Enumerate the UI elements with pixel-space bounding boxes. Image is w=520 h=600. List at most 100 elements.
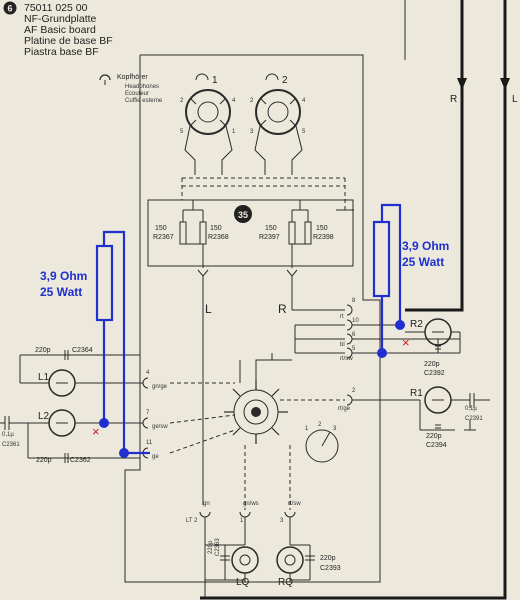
wire-color: rt [340, 314, 344, 320]
cut-mark-right: × [402, 335, 410, 350]
c2361-ref: C2361 [2, 442, 20, 448]
jack-2-label: 2 [282, 75, 288, 86]
header-line-2: AF Basic board [24, 24, 96, 36]
headphone-sub-1: Headphones [125, 84, 159, 90]
resistor-body [304, 221, 312, 245]
lamp-rq-group: RQ 220p C2393 [276, 544, 341, 588]
headphone-sub-2: Ecouteur [125, 91, 149, 97]
wire-color: gn/ge [152, 384, 168, 390]
c2364-ref: C2364 [72, 347, 93, 354]
module-number: 35 [238, 210, 248, 220]
right-connector: 8 rt 10 6 bl 5 rt/sw 2 rt/ge [280, 298, 460, 412]
wire-color: gn [203, 501, 210, 507]
c2394-value: 220p [426, 433, 442, 440]
c2394-ref: C2394 [426, 442, 447, 449]
c2391-ref: C2391 [465, 416, 483, 422]
lamp-l2-label: L2 [38, 411, 50, 422]
pin-number: 6 [352, 332, 356, 338]
c2362-value: 220p [36, 457, 52, 464]
channel-label-r: R [278, 302, 287, 316]
bus-label-r: R [450, 94, 457, 105]
pin-number: 2 [352, 388, 356, 394]
pin-number: 1 [240, 518, 244, 524]
board-outline [124, 0, 406, 583]
annotation-left-line2: 25 Watt [40, 285, 82, 299]
c2392-ref: C2392 [424, 370, 445, 377]
jack-1-pin: 1 [232, 129, 236, 135]
lamp-l2-group: L2 220p C2362 0,1µ C2361 [0, 409, 143, 464]
lamp-l1-label: L1 [38, 372, 50, 383]
header-block: 6 75011 025 00 NF-Grundplatte AF Basic b… [3, 1, 113, 58]
resistor-body [179, 221, 187, 245]
wire-color: bl [340, 342, 345, 348]
selector-knob: 1 2 3 [305, 422, 339, 463]
r2367-ref: R2367 [153, 234, 174, 241]
bus-lines: R L [200, 0, 518, 600]
part-number: 75011 025 00 [24, 2, 88, 14]
selector-position: 3 [333, 426, 337, 432]
pin-number: 10 [352, 318, 359, 324]
resistor-body [288, 221, 296, 245]
selector-position: 2 [318, 422, 322, 428]
c2364-value: 220p [35, 347, 51, 354]
r2368-ref: R2368 [208, 234, 229, 241]
annotation-right-resistor: × 3,9 Ohm 25 Watt [372, 203, 449, 358]
annotation-right-line2: 25 Watt [402, 255, 444, 269]
bus-label-l: L [512, 94, 518, 105]
headphone-icon [99, 74, 111, 85]
wire-color: ge/sw [152, 424, 168, 430]
annotation-right-line1: 3,9 Ohm [402, 239, 449, 253]
c2393-value: 220p [320, 555, 336, 562]
annotation-left-line1: 3,9 Ohm [40, 269, 87, 283]
headphone-jack-1: 1 2 4 5 1 [180, 73, 236, 175]
jack-1-pin: 5 [180, 129, 184, 135]
wire-color: rt/ge [338, 406, 351, 412]
r2398-value: 150 [316, 225, 328, 232]
pin-number: 8 [352, 298, 356, 304]
lamp-l1-group: L1 220p C2364 [19, 347, 143, 397]
resistor-body [199, 221, 207, 245]
headphone-jack-2: 2 2 4 3 5 [250, 73, 306, 175]
wire-color: rt/sw [288, 501, 301, 507]
resistor-block: 35 150 R2367 150 R2368 150 R2397 150 R23… [147, 199, 354, 505]
board-number: 6 [7, 4, 12, 14]
board-number-badge [3, 1, 17, 15]
r2367-value: 150 [155, 225, 167, 232]
jack-2-pin: 3 [250, 129, 254, 135]
jack-1-pin: 4 [232, 98, 236, 104]
r2398-ref: R2398 [313, 234, 334, 241]
module-badge [234, 205, 252, 223]
jack-2-pin: 4 [302, 98, 306, 104]
lamp-lq-group: LQ 220p C2363 [205, 538, 259, 588]
r2368-value: 150 [210, 225, 222, 232]
c2391-value: 0,1µ [465, 406, 477, 412]
c2363-value: 220p [208, 540, 214, 554]
rotary-switch [224, 353, 292, 444]
lamp-rq-label: RQ [278, 577, 293, 588]
jack-1-pin: 2 [180, 98, 184, 104]
wire-color: ge [152, 454, 159, 460]
headphone-sub-3: Cuffie esterne [125, 98, 163, 104]
headphone-title: Kopfhörer [117, 74, 148, 81]
jack-2-pin: 2 [250, 98, 254, 104]
pin-number: 7 [146, 410, 150, 416]
wire-color: rt/sw [340, 356, 353, 362]
lamp-r1-label: R1 [410, 388, 423, 399]
headphone-section: Kopfhörer Headphones Ecouteur Cuffie est… [99, 73, 354, 211]
annotation-left-resistor: × 3,9 Ohm 25 Watt [40, 230, 150, 458]
lamp-r2-label: R2 [410, 319, 423, 330]
jack-2-pin: 5 [302, 129, 306, 135]
r2397-value: 150 [265, 225, 277, 232]
left-connector: 4 gn/ge 7 ge/sw 11 ge [142, 370, 236, 460]
wire-color: gn/ws [243, 501, 259, 507]
selector-position: 1 [305, 426, 309, 432]
r2397-ref: R2397 [259, 234, 280, 241]
pin-number: 4 [146, 370, 150, 376]
pin-number: 5 [352, 346, 356, 352]
c2361-value: 0,1µ [2, 432, 14, 438]
pin-number: LT 2 [186, 518, 198, 524]
lamp-r1-group: R1 0,1µ C2391 220p C2394 [410, 386, 490, 449]
c2362-ref: C2362 [70, 457, 91, 464]
c2393-ref: C2393 [320, 565, 341, 572]
